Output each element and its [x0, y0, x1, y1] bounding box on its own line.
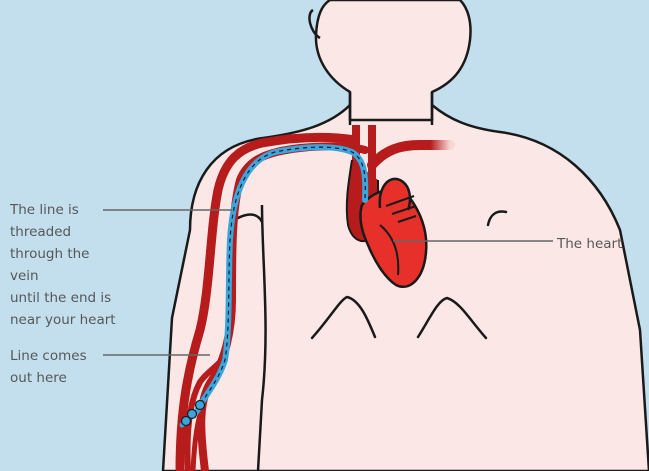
label-heart: The heart [557, 233, 622, 255]
label-line-threaded: The line is threaded through the vein un… [10, 199, 120, 331]
label-line-comes-out: Line comes out here [10, 345, 120, 389]
aortic-arch [380, 179, 410, 210]
